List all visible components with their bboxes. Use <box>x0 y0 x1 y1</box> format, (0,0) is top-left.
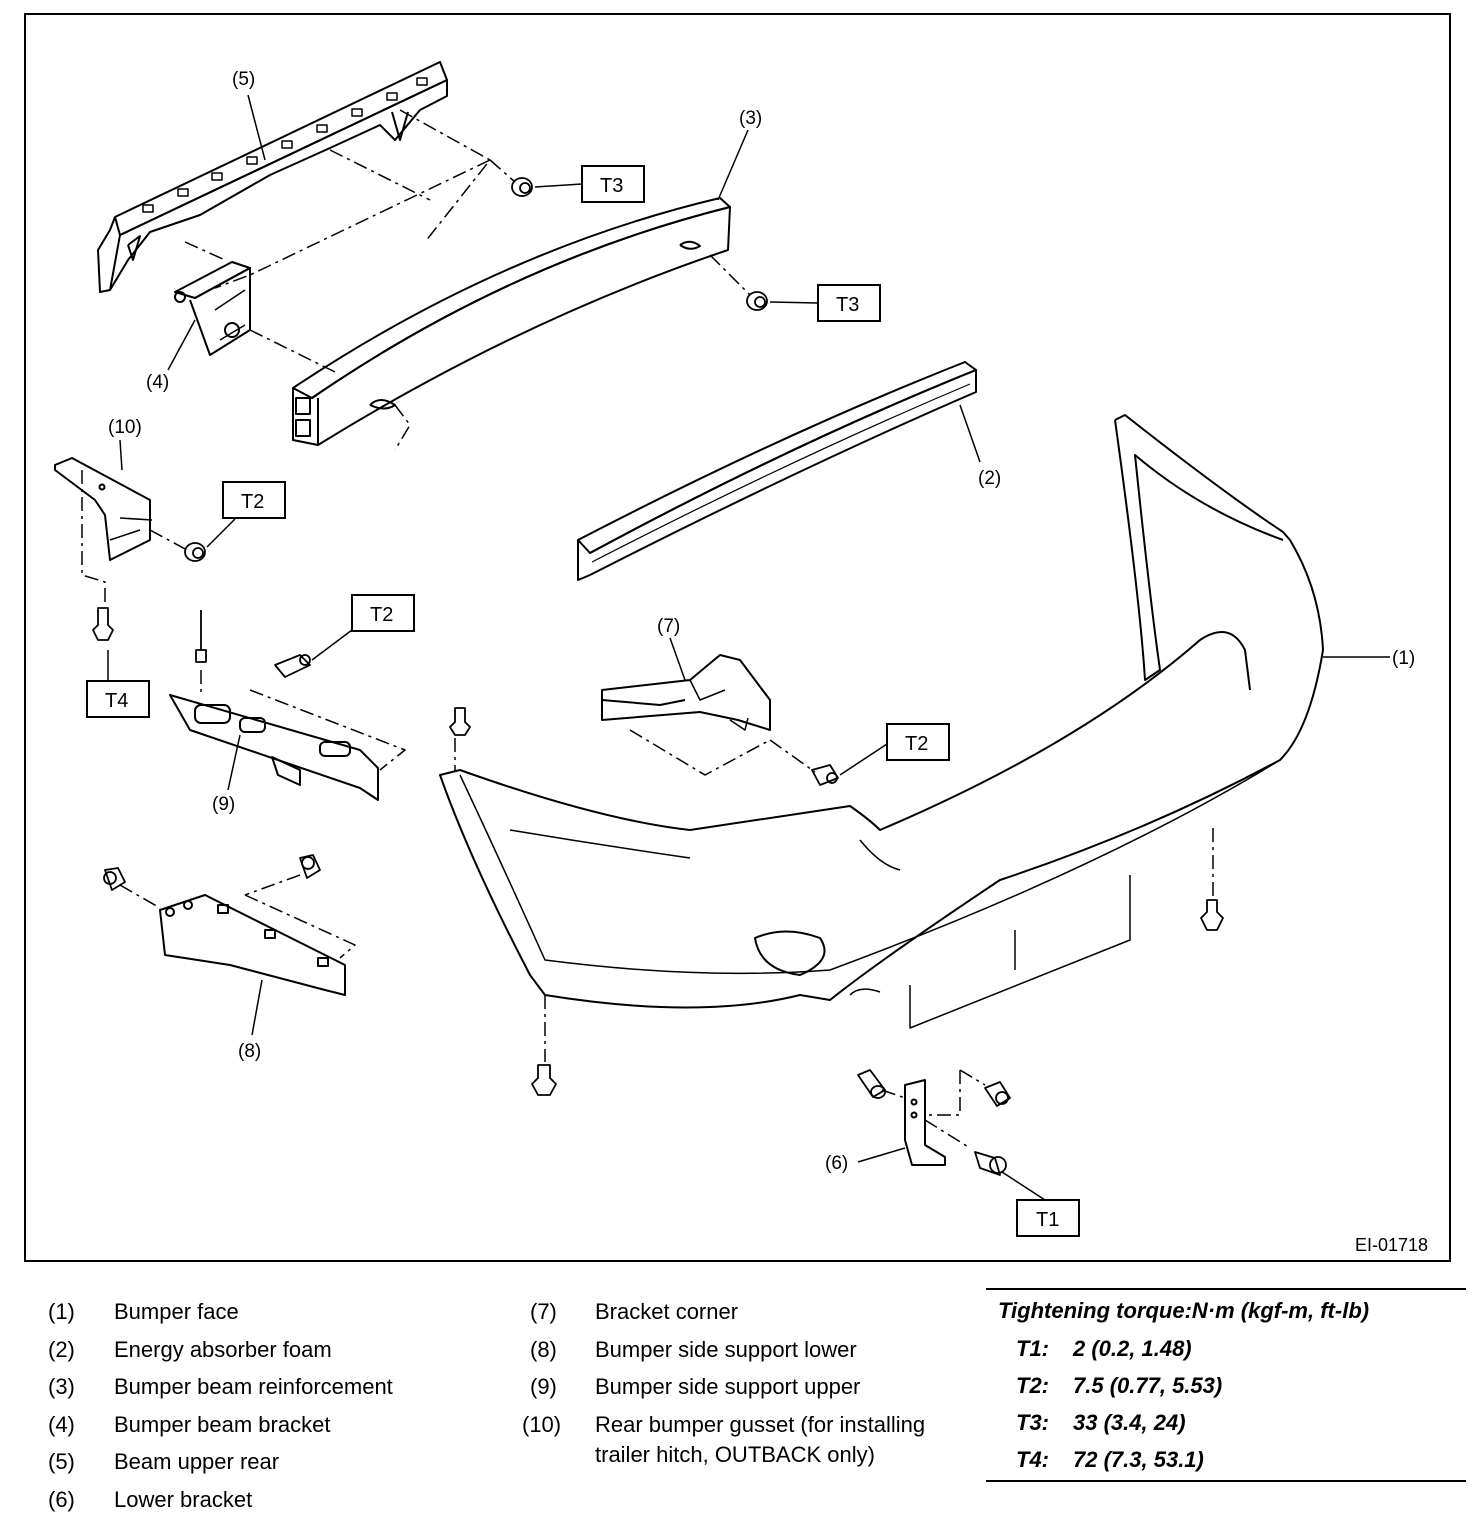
legend-label: Beam upper rear <box>114 1443 279 1481</box>
clip-side-lower-right <box>300 855 320 878</box>
legend-number: (10) <box>522 1406 595 1474</box>
torque-table-title: Tightening torque:N·m (kgf-m, ft-lb) <box>986 1290 1466 1330</box>
tag-t4: T4 <box>105 690 128 712</box>
bumper-side-support-lower-part <box>160 895 345 995</box>
legend-item: (4)Bumper beam bracket <box>48 1406 393 1444</box>
beam-upper-rear-part <box>98 62 447 292</box>
tag-t3-lower: T3 <box>836 294 859 316</box>
callout-7: (7) <box>657 616 680 637</box>
torque-value: 33 (3.4, 24) <box>1073 1404 1186 1441</box>
legend-label: Bumper side support lower <box>595 1331 857 1369</box>
torque-table: Tightening torque:N·m (kgf-m, ft-lb) T1:… <box>986 1288 1466 1482</box>
energy-absorber-foam-part <box>578 362 976 580</box>
legend-item: (2)Energy absorber foam <box>48 1331 393 1369</box>
bumper-beam-reinforcement-part <box>293 198 730 445</box>
torque-tags <box>87 166 1079 1236</box>
torque-value: 2 (0.2, 1.48) <box>1073 1330 1192 1367</box>
alignment-lines <box>82 110 1213 1148</box>
legend-middle-column: (7)Bracket corner (8)Bumper side support… <box>522 1293 925 1474</box>
torque-key: T2: <box>1016 1367 1073 1404</box>
torque-key: T1: <box>1016 1330 1073 1367</box>
callout-9: (9) <box>212 794 235 815</box>
torque-value: 72 (7.3, 53.1) <box>1073 1441 1204 1478</box>
figure-id: EI-01718 <box>1355 1235 1428 1255</box>
tag-t1: T1 <box>1036 1209 1059 1231</box>
legend-item: (6)Lower bracket <box>48 1481 393 1518</box>
torque-key: T3: <box>1016 1404 1073 1441</box>
callout-labels: (5) (3) (4) (10) (2) (7) (1) (9) (8) (6) <box>108 69 1415 1174</box>
legend-item: (10) Rear bumper gusset (for installing … <box>522 1406 925 1474</box>
torque-value: 7.5 (0.77, 5.53) <box>1073 1367 1222 1404</box>
legend-number: (1) <box>48 1293 114 1331</box>
callout-4: (4) <box>146 372 169 393</box>
tag-t2-side-upper: T2 <box>370 604 393 626</box>
legend-label: Energy absorber foam <box>114 1331 332 1369</box>
legend-left-column: (1)Bumper face (2)Energy absorber foam (… <box>48 1293 393 1518</box>
legend-label: Bumper side support upper <box>595 1368 860 1406</box>
legend-item: (1)Bumper face <box>48 1293 393 1331</box>
legend-label: Bumper face <box>114 1293 239 1331</box>
bracket-corner-part <box>602 655 770 730</box>
legend-number: (8) <box>522 1331 595 1369</box>
legend-item: (8)Bumper side support lower <box>522 1331 925 1369</box>
callout-8: (8) <box>238 1041 261 1062</box>
clip-bumper-left-bottom <box>532 1065 556 1095</box>
pin-side-upper <box>196 610 206 662</box>
bumper-beam-bracket-part <box>175 262 250 355</box>
torque-table-bottom-rule <box>986 1480 1466 1482</box>
bolt-t2-corner <box>812 765 838 785</box>
legend-label: Lower bracket <box>114 1481 252 1518</box>
nut-t3-upper <box>512 178 532 196</box>
legend-number: (5) <box>48 1443 114 1481</box>
tag-t2-gusset: T2 <box>241 491 264 513</box>
fasteners <box>93 178 1223 1175</box>
legend-number: (7) <box>522 1293 595 1331</box>
clip-bumper-right-bottom <box>1201 900 1223 930</box>
legend-label: Bumper beam reinforcement <box>114 1368 393 1406</box>
lower-bracket-part <box>905 1080 945 1165</box>
torque-row: T1:2 (0.2, 1.48) <box>986 1330 1466 1367</box>
legend-label: Bumper beam bracket <box>114 1406 330 1444</box>
callout-2: (2) <box>978 468 1001 489</box>
legend-label: Bracket corner <box>595 1293 738 1331</box>
bumper-face-part <box>440 415 1323 1028</box>
clip-t4 <box>93 608 113 640</box>
callout-1: (1) <box>1392 648 1415 669</box>
bumper-side-support-upper-part <box>170 695 378 800</box>
callout-10: (10) <box>108 417 142 438</box>
leader-lines <box>108 95 1390 1200</box>
rear-bumper-gusset-part <box>55 458 152 560</box>
legend-number: (3) <box>48 1368 114 1406</box>
exploded-parts-diagram: (5) (3) (4) (10) (2) (7) (1) (9) (8) (6)… <box>0 0 1472 1285</box>
tag-t3-upper: T3 <box>600 175 623 197</box>
callout-5: (5) <box>232 69 255 90</box>
legend-number: (9) <box>522 1368 595 1406</box>
torque-tag-labels: T3 T3 T2 T2 T4 T2 T1 <box>105 175 1059 1231</box>
tag-t2-corner: T2 <box>905 733 928 755</box>
callout-3: (3) <box>739 108 762 129</box>
bolt-t1 <box>975 1152 1006 1175</box>
legend-item: (7)Bracket corner <box>522 1293 925 1331</box>
clip-bumper-left-top <box>450 708 470 735</box>
clip-lower-bracket <box>985 1082 1010 1106</box>
callout-6: (6) <box>825 1153 848 1174</box>
legend-item: (3)Bumper beam reinforcement <box>48 1368 393 1406</box>
legend-number: (4) <box>48 1406 114 1444</box>
torque-key: T4: <box>1016 1441 1073 1478</box>
collar-lower-bracket <box>858 1070 885 1098</box>
torque-row: T2:7.5 (0.77, 5.53) <box>986 1367 1466 1404</box>
bolt-t2-side-upper <box>275 655 310 677</box>
legend-number: (6) <box>48 1481 114 1518</box>
legend-label-multiline: Rear bumper gusset (for installing trail… <box>595 1406 925 1474</box>
nut-t2-gusset <box>185 543 205 561</box>
torque-row: T4:72 (7.3, 53.1) <box>986 1441 1466 1478</box>
legend-number: (2) <box>48 1331 114 1369</box>
legend-item: (9)Bumper side support upper <box>522 1368 925 1406</box>
legend-item: (5)Beam upper rear <box>48 1443 393 1481</box>
torque-row: T3:33 (3.4, 24) <box>986 1404 1466 1441</box>
